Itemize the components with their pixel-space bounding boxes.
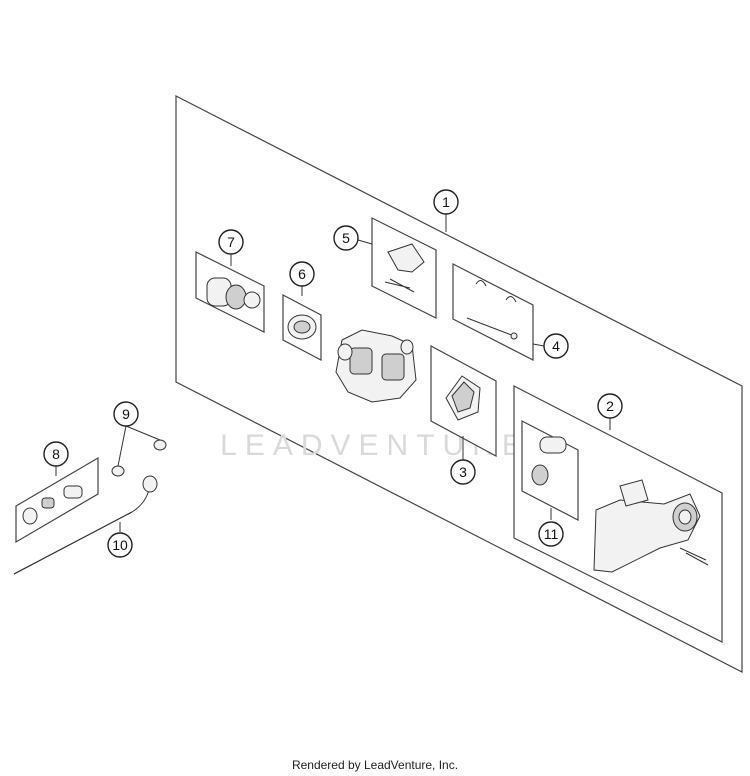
bleeder-kit-panel [15,456,99,544]
svg-text:4: 4 [552,338,560,354]
leader-lines [55,214,611,532]
pin-part [466,280,518,340]
svg-text:6: 6 [298,266,306,282]
callout-7: 7 [218,229,244,255]
brake-line-part [13,475,158,575]
svg-text:5: 5 [342,230,350,246]
callout-11: 11 [538,521,564,547]
callout-8: 8 [43,441,69,467]
callout-10: 10 [107,532,133,558]
callout-1: 1 [433,189,459,215]
footer-credit: Rendered by LeadVenture, Inc. [291,758,459,772]
piston-part [206,277,261,310]
callout-5: 5 [333,225,359,251]
svg-text:11: 11 [544,526,559,542]
callout-9: 9 [113,401,139,427]
svg-text:8: 8 [52,446,60,462]
bleeder-part [22,485,83,525]
svg-text:3: 3 [459,464,467,480]
spring-clip-part [384,243,425,293]
guide-bushing-part [531,436,567,486]
callout-3: 3 [450,459,476,485]
svg-text:1: 1 [442,194,450,210]
o-rings-part [111,439,167,477]
callout-4: 4 [543,333,569,359]
caliper-carrier-part [593,479,709,573]
seal-ring-part [287,314,317,340]
svg-text:7: 7 [227,234,235,250]
caliper-body-part [335,329,417,403]
svg-text:2: 2 [606,398,614,414]
svg-text:9: 9 [122,406,130,422]
brake-pads-part [445,375,481,421]
callout-2: 2 [597,393,623,419]
svg-text:10: 10 [112,537,128,553]
callout-6: 6 [289,261,315,287]
